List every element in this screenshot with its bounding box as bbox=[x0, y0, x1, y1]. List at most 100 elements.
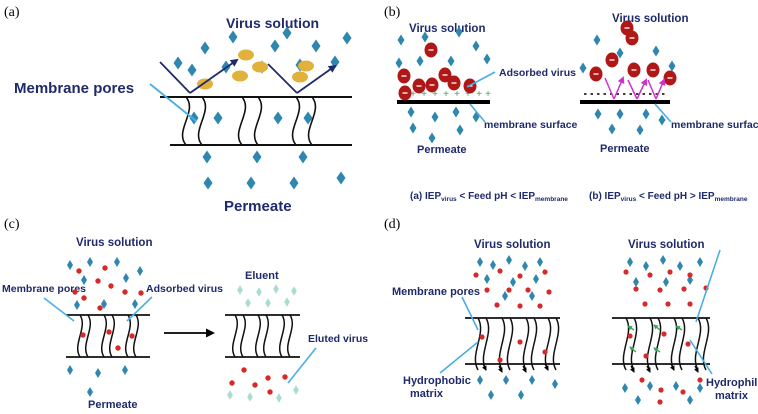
virus-diamond bbox=[627, 257, 633, 267]
panel-d-hydrophilic-green-arrows bbox=[627, 324, 683, 353]
panel-b-adsorbed-virus-label: Adsorbed virus bbox=[499, 67, 576, 79]
repulsion-arrow-in bbox=[647, 79, 657, 100]
virus-diamond bbox=[303, 111, 313, 125]
pore-wall bbox=[552, 317, 560, 371]
pore-wall bbox=[498, 317, 506, 371]
virus-diamond bbox=[273, 111, 283, 125]
pore-wall bbox=[85, 314, 91, 358]
flow-arrowhead bbox=[693, 365, 699, 373]
virus-particle bbox=[537, 303, 543, 309]
virus-particle bbox=[129, 333, 135, 339]
panel-b-positive-charges: +++++++++ bbox=[399, 89, 491, 100]
panel-a-permeate-label: Permeate bbox=[224, 198, 292, 215]
virus-particle bbox=[542, 349, 548, 355]
plus-charge: + bbox=[432, 89, 438, 100]
virus-diamond bbox=[490, 260, 496, 270]
virus-particle bbox=[497, 357, 503, 363]
virus-diamond bbox=[529, 375, 535, 385]
virus-particle bbox=[680, 389, 686, 395]
panel-d-virus-diamonds bbox=[477, 255, 703, 405]
virus-diamond bbox=[652, 45, 660, 57]
pore-wall bbox=[291, 96, 301, 146]
virus-particle bbox=[72, 289, 78, 295]
pore-wall bbox=[109, 314, 115, 358]
pore-wall bbox=[279, 314, 285, 358]
panel-b-right-permeate-label: Permeate bbox=[600, 143, 650, 155]
panel-c-eluent-droplets bbox=[227, 284, 299, 403]
panel-b-right-surface-pointer bbox=[654, 103, 672, 123]
virus-particle bbox=[497, 268, 503, 274]
virus-diamond bbox=[397, 34, 405, 46]
virus-diamond bbox=[677, 261, 683, 271]
virus-diamond bbox=[537, 257, 543, 267]
pore-wall bbox=[474, 317, 482, 371]
virus-diamond bbox=[252, 150, 262, 164]
flow-arrowhead bbox=[629, 365, 635, 373]
virus-diamond bbox=[74, 300, 80, 310]
virus-particle bbox=[241, 367, 247, 373]
virus-diamond bbox=[421, 31, 429, 43]
virus-diamond bbox=[518, 390, 524, 400]
virus-diamond bbox=[270, 39, 280, 53]
panel-d-pore-walls bbox=[474, 317, 710, 373]
virus-diamond bbox=[87, 387, 93, 397]
virus-diamond bbox=[643, 261, 649, 271]
pore-wall bbox=[307, 96, 317, 146]
plus-charge: + bbox=[421, 89, 427, 100]
virus-diamond bbox=[428, 132, 436, 144]
panel-c-virus-diamonds bbox=[67, 257, 143, 397]
eluent-droplet bbox=[273, 284, 279, 294]
repulsion-arrow-out bbox=[655, 78, 666, 100]
virus-particle bbox=[517, 273, 523, 279]
virus-diamond bbox=[635, 395, 641, 405]
panel-c-membrane-pores-label: Membrane pores bbox=[2, 283, 86, 295]
eluent-droplet bbox=[256, 287, 262, 297]
virus-diamond bbox=[416, 55, 424, 67]
virus-particle bbox=[267, 389, 273, 395]
pore-wall bbox=[544, 317, 552, 371]
virus-particle bbox=[665, 301, 671, 307]
plus-charge: + bbox=[476, 89, 482, 100]
virus-diamond bbox=[608, 123, 616, 135]
panel-d-right-virus-solution-label: Virus solution bbox=[628, 239, 704, 251]
panel-c-membrane-pores-pointer bbox=[43, 297, 75, 322]
virus-particle bbox=[506, 287, 512, 293]
virus-particle bbox=[657, 399, 663, 405]
virus-diamond bbox=[616, 108, 624, 120]
eluent-droplet bbox=[293, 385, 299, 395]
large-particle bbox=[298, 60, 314, 72]
panel-d-hydrophobic-label-line1: Hydrophobic bbox=[403, 375, 471, 387]
repulsion-arrow-out bbox=[636, 78, 648, 100]
virus-particle bbox=[542, 269, 548, 275]
virus-diamond bbox=[114, 257, 120, 267]
virus-particle bbox=[80, 332, 86, 338]
virus-diamond bbox=[409, 122, 417, 134]
panel-c-adsorbed-viruses bbox=[72, 265, 288, 395]
virus-particle bbox=[657, 287, 663, 293]
virus-particle bbox=[115, 345, 121, 351]
virus-diamond bbox=[502, 291, 508, 301]
panel-a-pore-walls bbox=[181, 96, 317, 146]
panel-b-right-caption: (b) IEPvirus < Feed pH > IEPmembrane bbox=[589, 191, 748, 203]
virus-particle bbox=[687, 272, 693, 278]
panel-a-virus-diamonds bbox=[173, 26, 352, 190]
panel-c-letter: (c) bbox=[4, 217, 20, 232]
virus-particle bbox=[642, 301, 648, 307]
flow-arrowhead bbox=[497, 365, 503, 373]
virus-particle bbox=[685, 341, 691, 347]
virus-particle bbox=[517, 339, 523, 345]
panel-c-eluted-virus-pointer bbox=[287, 347, 317, 384]
panel-d-hydrophilic-label-line1: Hydrophilic bbox=[706, 377, 758, 389]
panel-a-membrane-pores-pointer bbox=[149, 83, 197, 122]
virus-diamond bbox=[282, 26, 292, 40]
panel-a-incoming-arrow-1 bbox=[159, 61, 191, 94]
eluent-droplet bbox=[247, 392, 253, 402]
pore-wall bbox=[237, 96, 247, 146]
panel-b-left-caption: (a) IEPvirus < Feed pH < IEPmembrane bbox=[410, 191, 568, 203]
virus-diamond bbox=[173, 56, 183, 70]
virus-diamond bbox=[67, 365, 73, 375]
virus-diamond bbox=[506, 255, 512, 265]
virus-diamond bbox=[311, 39, 321, 53]
virus-particle bbox=[647, 272, 653, 278]
